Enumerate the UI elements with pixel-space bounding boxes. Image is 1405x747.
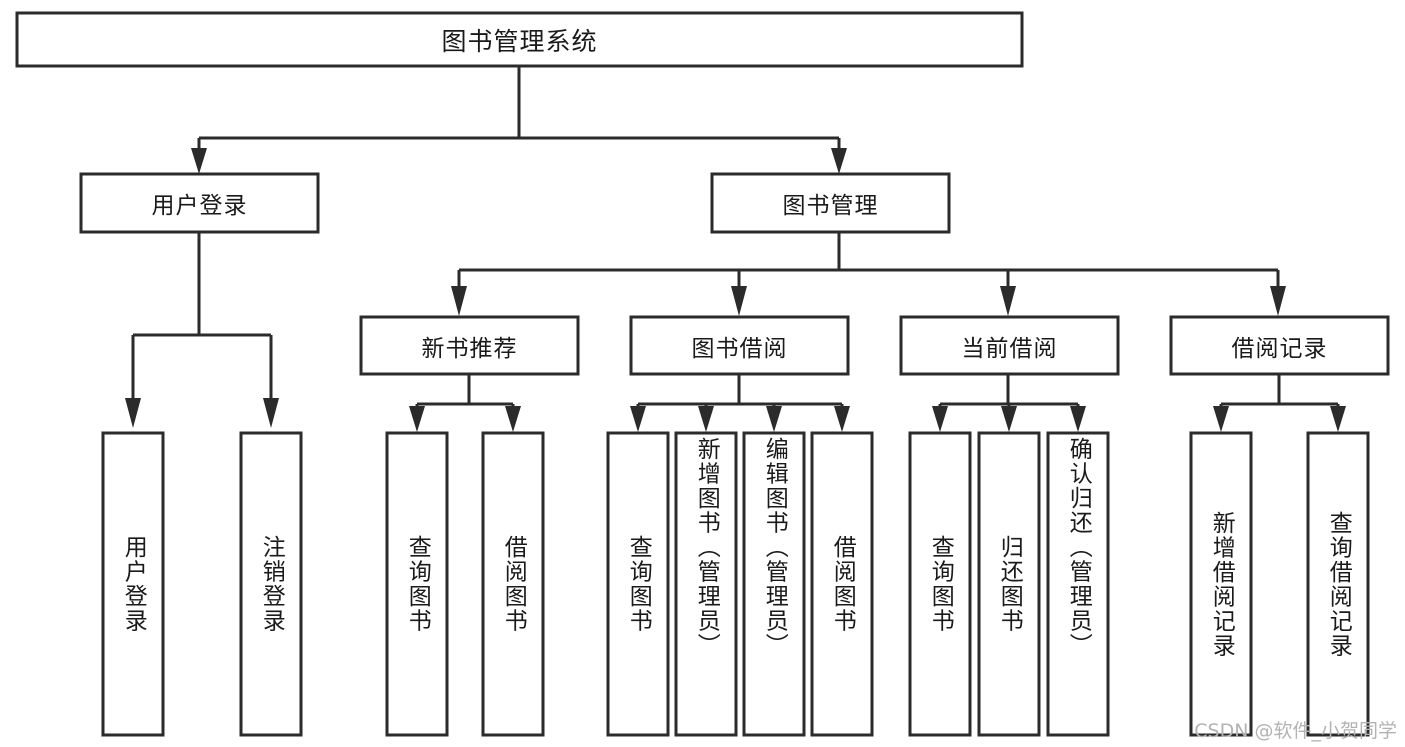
node-box-new-book-recommend[interactable] [359,315,580,376]
connector-group-root [191,66,847,174]
node-box-leaf-confirm-return[interactable] [1046,431,1110,737]
arrow-head-leaf-borrow-book-2 [834,406,850,432]
connector-group-user-login [125,232,279,428]
arrow-head-leaf-query-record [1330,406,1346,432]
node-box-user-login[interactable] [79,172,320,234]
connector-group-borrow-record [1213,374,1346,432]
arrow-head-leaf-return-book [1001,406,1017,432]
connector-group-current-borrow [932,374,1086,432]
arrow-head-leaf-query-book-3 [932,406,948,432]
connector-group-book-borrow [630,374,850,432]
arrow-head-current-borrow [1000,286,1016,316]
node-box-leaf-logout[interactable] [239,431,303,737]
node-box-leaf-query-record[interactable] [1306,431,1370,737]
arrow-head-borrow-record [1270,286,1286,316]
arrow-head-book-manage [831,148,847,174]
node-box-borrow-record[interactable] [1169,315,1390,376]
node-box-leaf-return-book[interactable] [977,431,1041,737]
node-box-leaf-add-record[interactable] [1189,431,1253,737]
node-box-leaf-edit-book[interactable] [742,431,806,737]
node-box-leaf-add-book[interactable] [674,431,738,737]
arrow-head-leaf-edit-book [766,406,782,432]
connector-group-book-manage [451,232,1286,316]
node-box-leaf-query-book-2[interactable] [606,431,670,737]
node-box-book-borrow[interactable] [629,315,850,376]
node-box-root[interactable] [15,11,1024,68]
node-box-leaf-borrow-book-1[interactable] [481,431,545,737]
connector-group-new-book-recommend [409,374,521,432]
arrow-head-book-borrow [731,286,747,316]
arrow-head-leaf-confirm-return [1070,406,1086,432]
node-box-leaf-borrow-book-2[interactable] [810,431,874,737]
watermark-text: CSDN @软件_小贺同学 [1194,720,1397,742]
arrow-head-user-login [191,148,207,174]
node-box-current-borrow[interactable] [899,315,1120,376]
node-box-leaf-user-login[interactable] [101,431,165,737]
arrow-head-leaf-user-login [125,398,141,428]
node-box-book-manage[interactable] [710,172,951,234]
arrow-head-leaf-add-book [698,406,714,432]
node-box-leaf-query-book-3[interactable] [908,431,972,737]
arrow-head-new-book-recommend [451,286,467,316]
arrow-head-leaf-logout [263,398,279,428]
node-box-leaf-query-book-1[interactable] [385,431,449,737]
arrow-head-leaf-query-book-2 [630,406,646,432]
arrow-head-leaf-add-record [1213,406,1229,432]
arrow-head-leaf-query-book-1 [409,406,425,432]
arrow-head-leaf-borrow-book-1 [505,406,521,432]
